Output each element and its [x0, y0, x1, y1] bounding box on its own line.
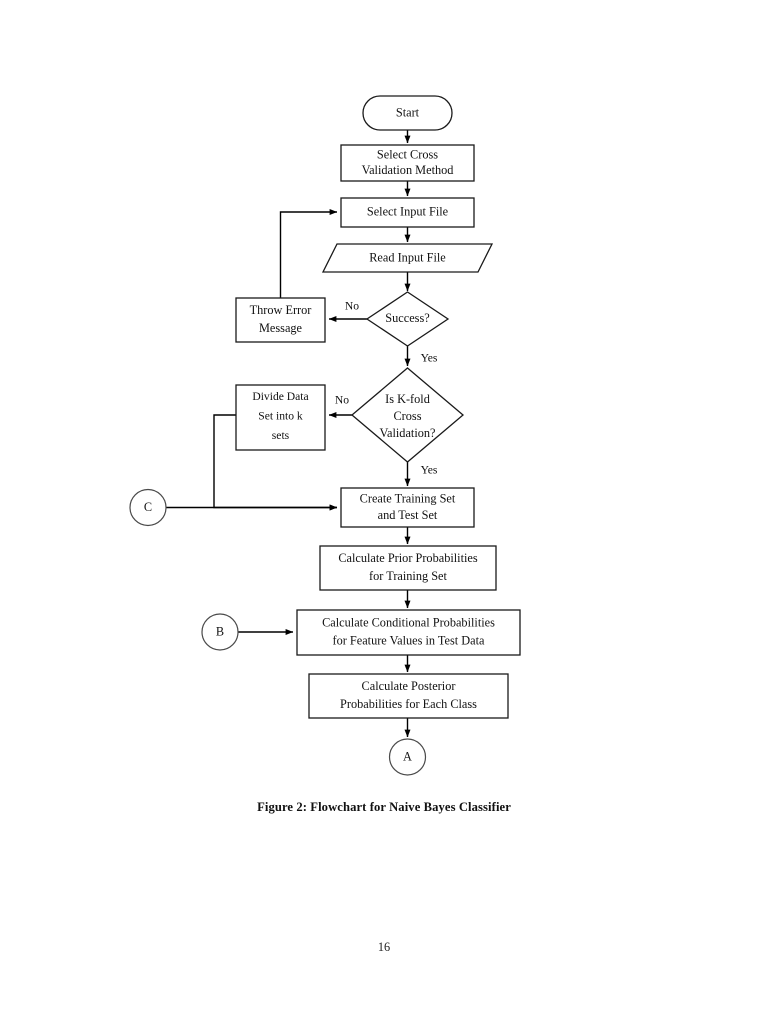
connector-c-circle	[129, 488, 167, 527]
node-read-input-file[interactable]: Read Input File	[321, 243, 494, 273]
edge-label-success-no: No	[345, 300, 359, 313]
edge-label-success-yes: Yes	[421, 352, 438, 365]
prior-prob-label-line-2: for Training Set	[369, 569, 447, 583]
read-input-io-shape	[321, 243, 494, 273]
create-sets-label-line-2: and Test Set	[378, 508, 438, 522]
node-calculate-prior-probabilities[interactable]: Calculate Prior Probabilities for Traini…	[319, 545, 497, 591]
prior-prob-label-line-1: Calculate Prior Probabilities	[338, 551, 478, 565]
connector-b-circle	[201, 613, 239, 651]
is-kfold-label-line-2: Cross	[393, 409, 421, 423]
node-select-cross-validation-method[interactable]: Select Cross Validation Method	[340, 144, 475, 182]
is-kfold-decision-shape	[350, 367, 465, 463]
node-create-training-and-test-set[interactable]: Create Training Set and Test Set	[340, 487, 475, 528]
node-connector-b[interactable]: B	[201, 613, 239, 651]
throw-error-label-line-1: Throw Error	[250, 303, 312, 317]
edge-throw-error-to-select-input	[279, 208, 338, 298]
cond-prob-label-line-1: Calculate Conditional Probabilities	[322, 615, 495, 629]
node-select-input-file[interactable]: Select Input File	[340, 197, 475, 228]
node-connector-c[interactable]: C	[129, 488, 167, 527]
select-input-process-shape	[340, 197, 475, 228]
node-connector-a[interactable]: A	[388, 738, 427, 776]
is-kfold-label-line-1: Is K-fold	[385, 392, 430, 406]
post-prob-process-shape	[308, 673, 509, 719]
divide-data-label-line-3: sets	[272, 429, 290, 442]
connector-c-label: C	[144, 500, 152, 514]
node-calculate-conditional-probabilities[interactable]: Calculate Conditional Probabilities for …	[296, 609, 521, 656]
node-is-kfold-decision[interactable]: Is K-fold Cross Validation?	[350, 367, 465, 463]
post-prob-label-line-1: Calculate Posterior	[362, 679, 456, 693]
connector-a-label: A	[403, 749, 412, 763]
success-label: Success?	[385, 311, 429, 325]
read-input-label: Read Input File	[369, 250, 446, 264]
throw-error-label-line-2: Message	[259, 321, 303, 335]
post-prob-label-line-2: Probabilities for Each Class	[340, 697, 477, 711]
start-label: Start	[396, 105, 420, 119]
select-input-label: Select Input File	[367, 204, 449, 218]
select-cv-process-shape	[340, 144, 475, 182]
flow-edges	[166, 130, 411, 738]
start-terminator-shape	[362, 95, 453, 131]
figure-caption: Figure 2: Flowchart for Naive Bayes Clas…	[257, 800, 511, 814]
connector-a-circle	[388, 738, 427, 776]
edge-label-kfold-yes: Yes	[421, 464, 438, 477]
node-success-decision[interactable]: Success?	[365, 291, 450, 347]
node-start[interactable]: Start	[362, 95, 453, 131]
create-sets-process-shape	[340, 487, 475, 528]
divide-data-process-shape	[235, 384, 326, 451]
create-sets-label-line-1: Create Training Set	[360, 491, 456, 505]
edge-label-group: No Yes No Yes	[335, 300, 438, 477]
prior-prob-process-shape	[319, 545, 497, 591]
cond-prob-process-shape	[296, 609, 521, 656]
node-calculate-posterior-probabilities[interactable]: Calculate Posterior Probabilities for Ea…	[308, 673, 509, 719]
node-divide-data-set[interactable]: Divide Data Set into k sets	[235, 384, 326, 451]
divide-data-label-line-1: Divide Data	[252, 390, 308, 403]
divide-data-label-line-2: Set into k	[258, 410, 303, 423]
edge-label-kfold-no: No	[335, 394, 349, 407]
node-throw-error-message[interactable]: Throw Error Message	[235, 297, 326, 343]
throw-error-process-shape	[235, 297, 326, 343]
connector-b-label: B	[216, 624, 224, 638]
is-kfold-label-line-3: Validation?	[379, 426, 435, 440]
cond-prob-label-line-2: for Feature Values in Test Data	[332, 633, 485, 647]
success-decision-shape	[365, 291, 450, 347]
select-cv-label-line-2: Validation Method	[362, 163, 454, 177]
select-cv-label-line-1: Select Cross	[377, 147, 438, 161]
page-number: 16	[377, 940, 391, 954]
